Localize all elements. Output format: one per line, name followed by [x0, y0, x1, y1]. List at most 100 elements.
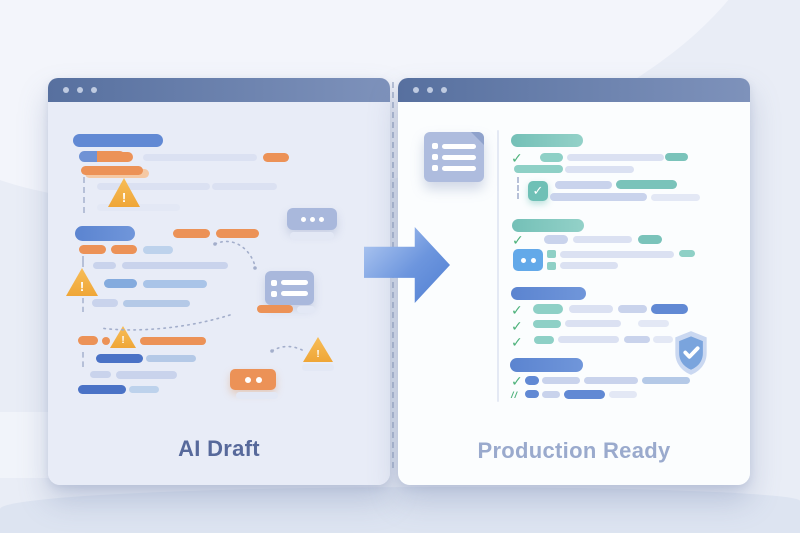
code-line: [638, 320, 669, 327]
doc-row: [432, 165, 476, 171]
window-dot-icon: [63, 87, 69, 93]
card-shadow-bar: [290, 232, 334, 239]
code-line: [143, 154, 257, 161]
code-token: [525, 390, 539, 398]
code-token: [547, 262, 556, 270]
dot-icon: [244, 376, 251, 383]
section-header-bar: [511, 134, 583, 147]
code-token: [540, 153, 563, 162]
bullet-icon: [432, 154, 438, 160]
check-icon: ✓: [532, 183, 544, 198]
status-badge: [513, 249, 543, 271]
code-line-error: [81, 166, 143, 175]
check-icon: ✓: [512, 232, 524, 248]
card-row: [271, 279, 308, 286]
ai-draft-window: ! !: [48, 78, 390, 485]
section-header-bar: [511, 287, 586, 300]
check-icon: ✓: [511, 302, 523, 318]
checkbox-checked: ✓: [528, 181, 548, 201]
code-token: [104, 279, 137, 288]
warning-mark: !: [79, 279, 85, 294]
production-code-panel: ✓ ✓ ✓: [398, 102, 750, 485]
window-dot-icon: [427, 87, 433, 93]
panel-label: Production Ready: [477, 438, 671, 463]
code-token: [96, 354, 143, 363]
code-token: [92, 299, 118, 307]
check-icon: ✓: [511, 150, 523, 166]
dot-icon: [255, 376, 262, 383]
doc-line: [442, 143, 476, 149]
code-token: [564, 390, 605, 399]
panel-label: AI Draft: [178, 436, 260, 461]
code-token: [624, 336, 650, 343]
window-dot-icon: [91, 87, 97, 93]
code-token: [78, 385, 126, 394]
check-icon: ✓: [511, 373, 523, 389]
indent-guide: [517, 177, 519, 199]
code-token: [653, 336, 673, 343]
warning-icon: !: [110, 326, 136, 348]
code-line: [123, 300, 190, 307]
code-line: [97, 204, 180, 211]
card-line: [281, 291, 308, 296]
window-titlebar: [398, 78, 750, 102]
draft-code-panel: ! !: [48, 102, 390, 485]
warning-mark: !: [316, 349, 320, 360]
code-token: [638, 235, 662, 244]
code-token: [616, 180, 677, 189]
dot-icon: [530, 257, 536, 263]
code-line: [212, 183, 277, 190]
check-icon: ✓: [511, 334, 523, 350]
code-line: [146, 355, 196, 362]
code-token: [111, 245, 137, 254]
code-line: [542, 377, 580, 384]
code-token: [544, 235, 568, 244]
code-token: [93, 262, 116, 269]
bullet-icon: [432, 143, 438, 149]
code-token: [129, 386, 159, 393]
code-line: [584, 377, 638, 384]
code-token: [525, 376, 539, 385]
code-line: [560, 262, 618, 269]
code-line: [609, 391, 637, 398]
code-token: [555, 181, 612, 189]
shield-check-icon: [675, 331, 707, 375]
code-line: [651, 194, 700, 201]
card-shadow-bar: [236, 392, 278, 399]
code-line: [642, 377, 690, 384]
code-token: [534, 336, 554, 344]
bullet-icon: [271, 279, 277, 286]
token-part-blue: [79, 151, 97, 162]
doc-line: [442, 165, 476, 171]
code-token: [90, 371, 111, 378]
code-line: [567, 154, 664, 161]
window-titlebar: [48, 78, 390, 102]
section-header-bar: [510, 358, 583, 372]
code-line-error: [140, 337, 206, 345]
code-token: [651, 304, 688, 314]
check-icon: ✓: [511, 318, 523, 334]
indent-guide: [82, 256, 84, 267]
doc-row: [432, 143, 476, 149]
code-line: [565, 166, 634, 173]
code-token: [111, 152, 133, 162]
bullet-icon: [432, 165, 438, 171]
indent-guide: [82, 298, 84, 312]
code-token: [533, 304, 563, 314]
code-line: [565, 320, 621, 327]
code-line: [143, 280, 207, 288]
dot-icon: [318, 216, 324, 222]
code-token: [143, 246, 173, 254]
code-token: [514, 165, 563, 173]
code-header-bar: [73, 134, 163, 147]
typing-indicator-card: [287, 208, 337, 230]
dot-icon: [309, 216, 315, 222]
snippet-card: [265, 271, 314, 305]
warning-mark: !: [121, 190, 127, 205]
code-token: [263, 153, 289, 162]
code-line: [569, 305, 613, 313]
content-divider: [497, 130, 499, 402]
indent-guide: [82, 352, 84, 367]
window-dot-icon: [77, 87, 83, 93]
warning-mark: !: [121, 335, 125, 346]
